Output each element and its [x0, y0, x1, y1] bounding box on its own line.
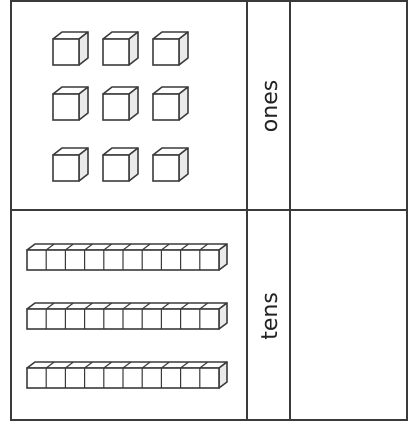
unit-cube: [53, 148, 88, 181]
tens-answer-cell[interactable]: [291, 211, 406, 419]
ones-blocks: [53, 32, 188, 181]
unit-cube: [103, 32, 138, 65]
unit-cube: [103, 148, 138, 181]
unit-cube: [153, 148, 188, 181]
unit-cube: [53, 32, 88, 65]
unit-cube: [53, 87, 88, 120]
unit-cube: [103, 87, 138, 120]
unit-cube: [153, 32, 188, 65]
ten-rod: [27, 244, 227, 270]
tens-label: tens: [258, 292, 283, 340]
ones-label: ones: [258, 80, 283, 132]
ten-rod: [27, 303, 227, 329]
ten-rod: [27, 362, 227, 388]
tens-blocks: [27, 244, 227, 388]
ones-answer-cell[interactable]: [291, 2, 406, 209]
unit-cube: [153, 87, 188, 120]
